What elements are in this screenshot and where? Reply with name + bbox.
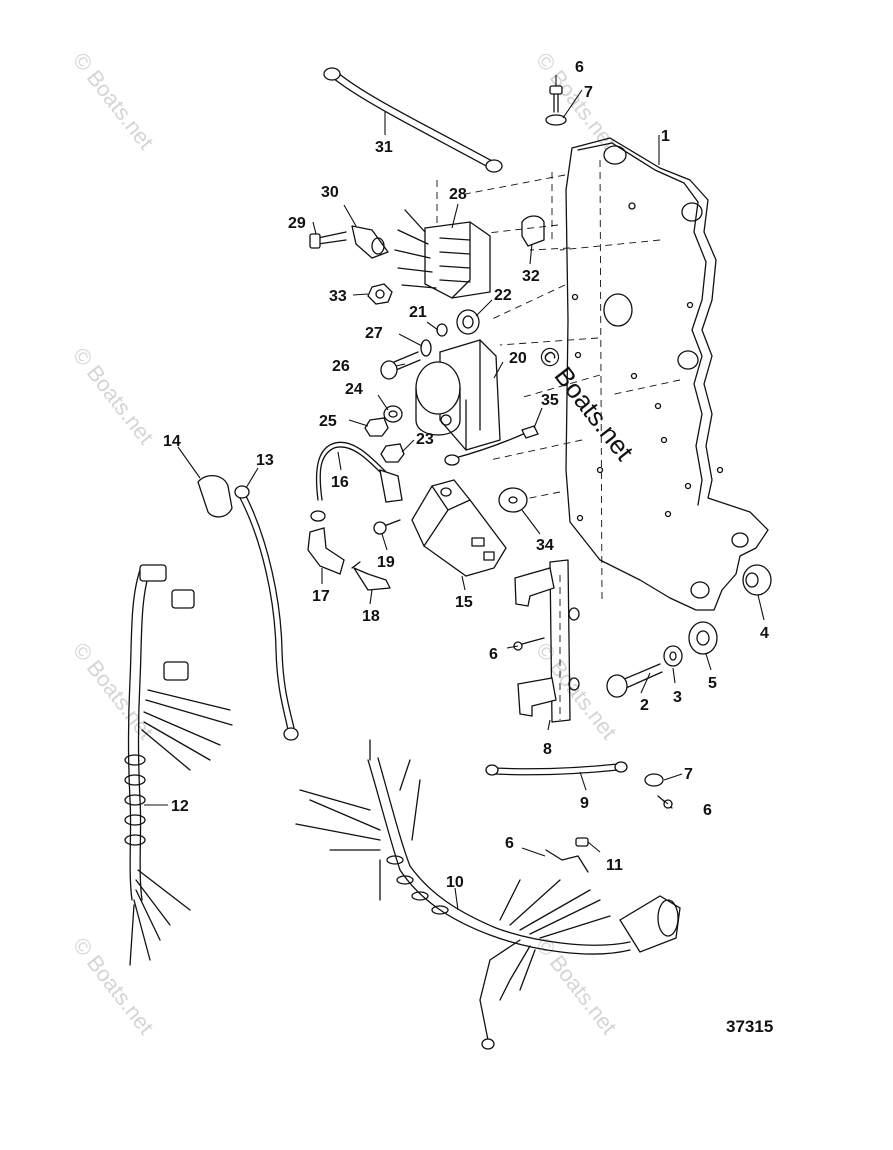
callout-19: 19 xyxy=(377,554,395,571)
spacer-part-22 xyxy=(456,309,480,335)
callout-18: 18 xyxy=(362,608,380,625)
callout-29: 29 xyxy=(288,215,306,232)
callout-32: 32 xyxy=(522,268,540,285)
bracket-part-17 xyxy=(307,510,345,575)
callout-12: 12 xyxy=(171,798,189,815)
washer-part-34 xyxy=(498,487,528,513)
callout-27: 27 xyxy=(365,325,383,342)
assembly-alignment-lines xyxy=(436,159,681,720)
callout-14: 14 xyxy=(163,433,181,450)
washer-part-7-top xyxy=(545,114,567,126)
callout-20: 20 xyxy=(509,350,527,367)
boot-part-14 xyxy=(197,475,233,518)
watermark: © Boats.net xyxy=(68,638,159,744)
washer-part-7-lower xyxy=(644,773,664,787)
callout-28: 28 xyxy=(449,186,467,203)
mount-part-4 xyxy=(742,564,772,596)
washer-part-24 xyxy=(383,405,403,423)
washer-part-27 xyxy=(420,339,432,357)
callout-11: 11 xyxy=(606,857,623,874)
leader-lines xyxy=(144,75,765,911)
watermark: © Boats.net xyxy=(68,933,159,1039)
callout-8: 8 xyxy=(543,741,552,758)
callout-35: 35 xyxy=(541,392,559,409)
callout-30: 30 xyxy=(321,184,339,201)
callout-6: 6 xyxy=(505,835,514,852)
callout-16: 16 xyxy=(331,474,349,491)
watermark: © Boats.net xyxy=(68,48,159,154)
callout-34: 34 xyxy=(536,537,554,554)
mounting-plate-part-1 xyxy=(565,137,769,611)
lead-part-16 xyxy=(315,441,403,503)
callout-6: 6 xyxy=(575,59,584,76)
callout-22: 22 xyxy=(494,287,512,304)
screw-part-29 xyxy=(309,231,347,249)
bracket-part-8 xyxy=(514,559,580,723)
figure-number: 37315 xyxy=(726,1017,773,1036)
callout-7: 7 xyxy=(584,84,593,101)
bolt-part-2 xyxy=(606,663,663,698)
callout-7: 7 xyxy=(684,766,693,783)
terminal-block-part-28 xyxy=(394,209,491,299)
main-harness-part-10 xyxy=(295,739,681,1050)
watermark: © Boats.net xyxy=(531,933,622,1039)
screw-part-19 xyxy=(373,519,401,535)
nut-part-33 xyxy=(367,283,393,305)
callout-31: 31 xyxy=(375,139,393,156)
harness-part-12 xyxy=(124,564,233,966)
ground-strap-part-9 xyxy=(485,761,628,776)
callout-4: 4 xyxy=(760,625,769,642)
callout-10: 10 xyxy=(446,874,464,891)
callout-2: 2 xyxy=(640,697,649,714)
lead-part-35 xyxy=(444,425,539,466)
bracket-part-30 xyxy=(351,225,389,259)
washer-part-21 xyxy=(436,323,448,337)
watermark: © Boats.net xyxy=(68,343,159,449)
bolt-part-26 xyxy=(380,351,421,380)
callout-23: 23 xyxy=(416,431,434,448)
callout-17: 17 xyxy=(312,588,330,605)
watermarks: © Boats.net © Boats.net © Boats.net © Bo… xyxy=(68,48,640,1039)
nut-part-23 xyxy=(380,443,405,463)
callout-9: 9 xyxy=(580,795,589,812)
solenoid-part-20 xyxy=(415,339,501,451)
callout-labels: 1 2 3 4 5 6 6 6 6 7 7 8 9 10 11 12 13 14… xyxy=(163,59,773,1036)
callout-33: 33 xyxy=(329,288,347,305)
screw-part-6 xyxy=(513,637,545,651)
callout-5: 5 xyxy=(708,675,717,692)
grommet-part-5 xyxy=(688,621,718,655)
connector-part-11 xyxy=(545,837,589,873)
callout-1: 1 xyxy=(661,128,670,145)
nut-part-25 xyxy=(364,417,389,437)
sensor-part-18 xyxy=(351,561,391,591)
rectifier-part-15 xyxy=(411,479,507,577)
clip-part-32 xyxy=(521,215,545,247)
callout-26: 26 xyxy=(332,358,350,375)
callout-13: 13 xyxy=(256,452,274,469)
cable-part-13 xyxy=(234,485,299,741)
callout-25: 25 xyxy=(319,413,337,430)
callout-3: 3 xyxy=(673,689,682,706)
callout-15: 15 xyxy=(455,594,473,611)
callout-6: 6 xyxy=(703,802,712,819)
ground-cable-part-31 xyxy=(323,67,503,173)
callout-24: 24 xyxy=(345,381,363,398)
callout-6: 6 xyxy=(489,646,498,663)
callout-21: 21 xyxy=(409,304,427,321)
washer-part-3 xyxy=(663,645,683,667)
